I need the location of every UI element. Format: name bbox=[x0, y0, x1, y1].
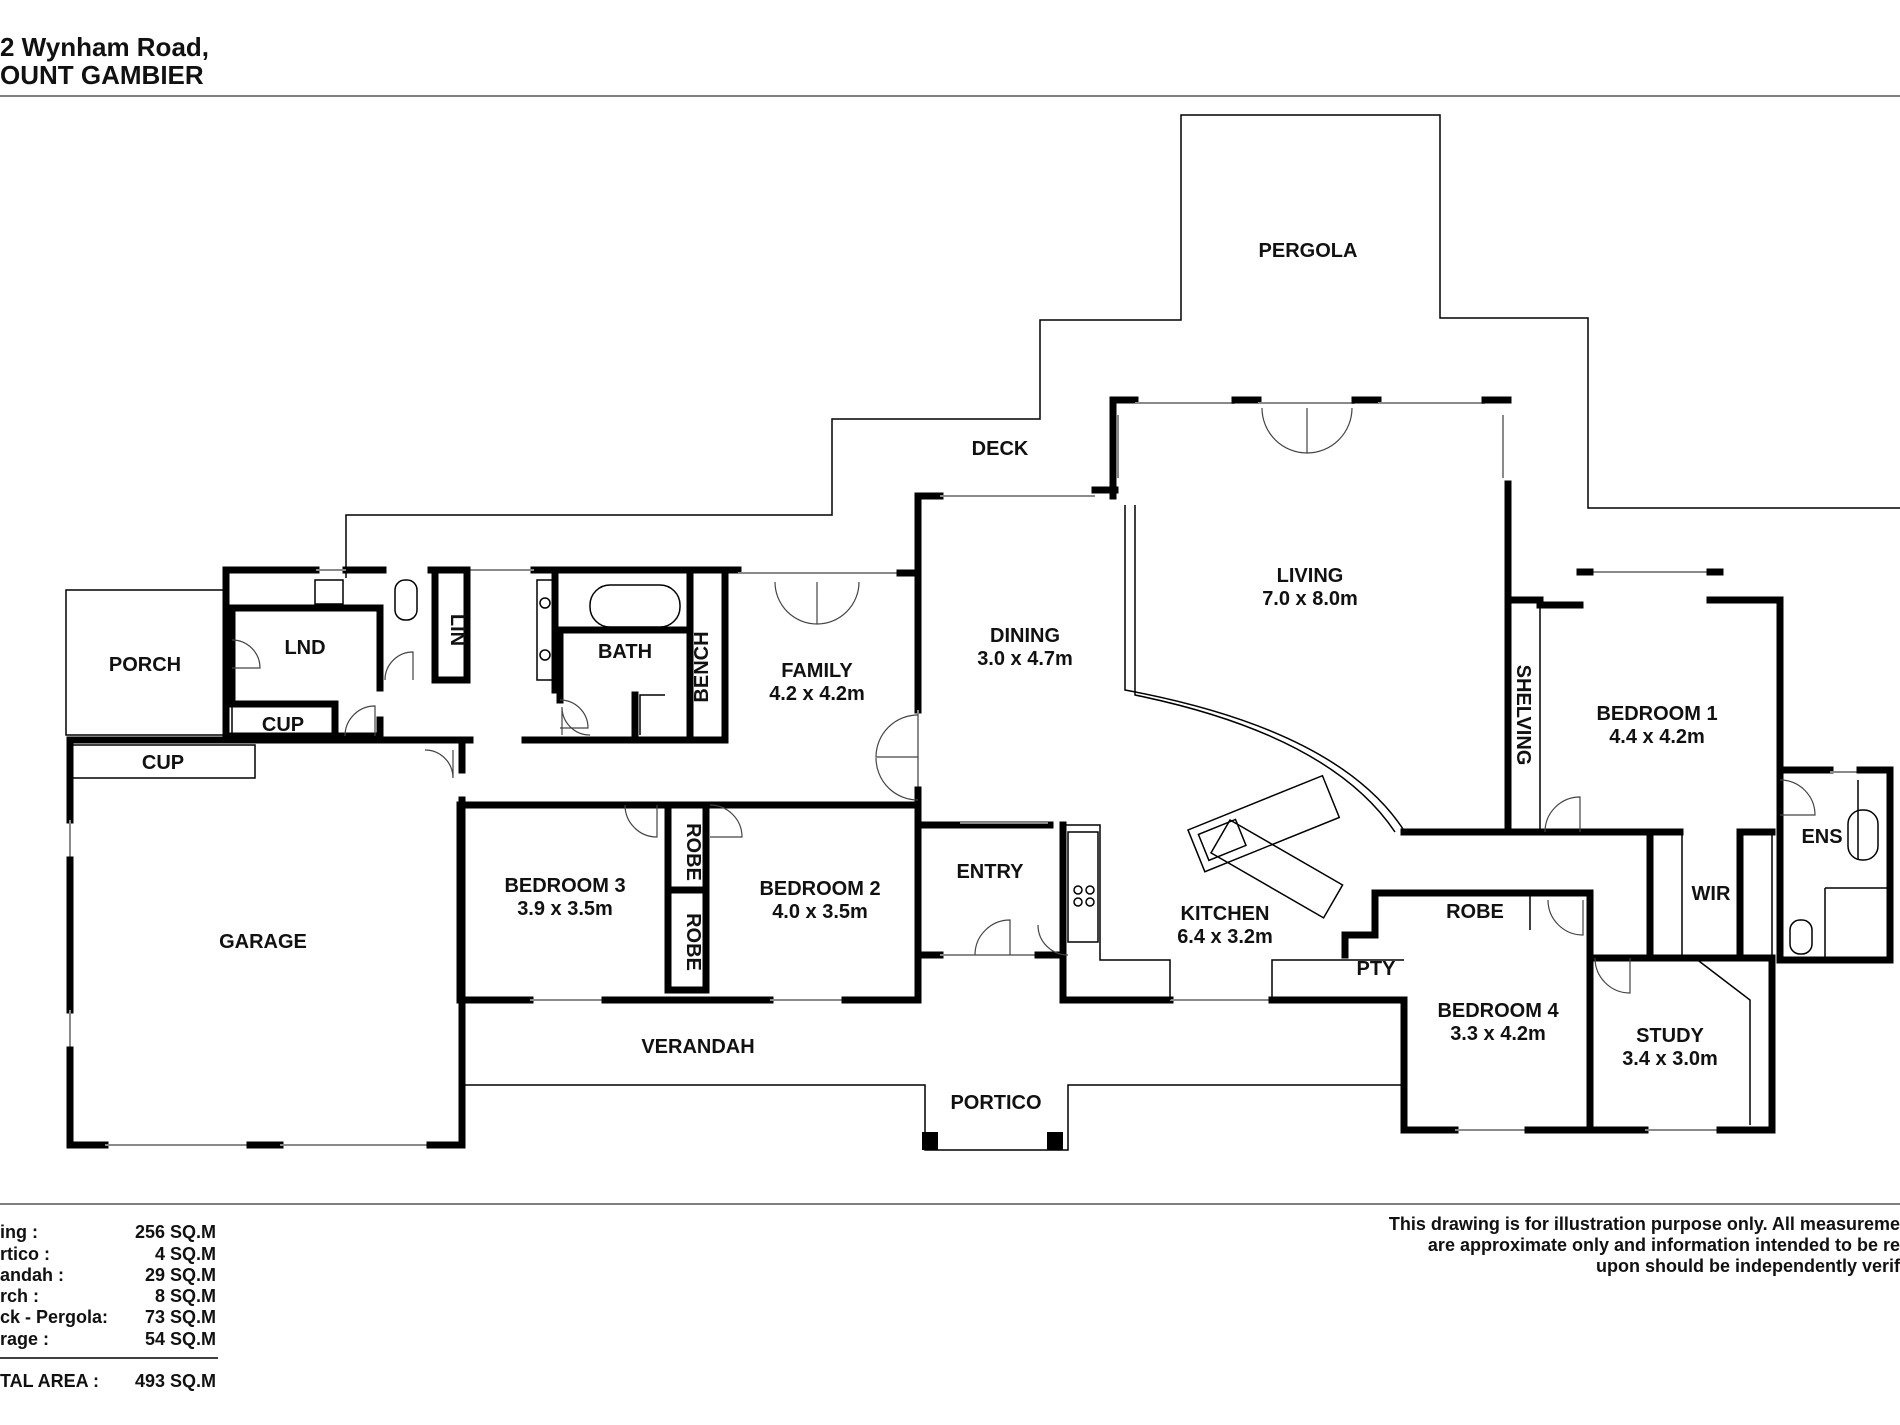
room-family-size: 4.2 x 4.2m bbox=[769, 683, 865, 705]
room-bedroom3: BEDROOM 3 bbox=[504, 875, 625, 897]
area-label-3: rch : bbox=[0, 1286, 39, 1306]
area-value-5: 54 SQ.M bbox=[145, 1329, 216, 1349]
area-label-5: rage : bbox=[0, 1329, 49, 1349]
area-value-1: 4 SQ.M bbox=[155, 1244, 216, 1264]
area-label-0: ing : bbox=[0, 1222, 38, 1242]
total-area-value: 493 SQ.M bbox=[135, 1371, 216, 1391]
room-robe-upper: ROBE bbox=[682, 823, 704, 881]
right-wing-walls bbox=[1371, 568, 1894, 1134]
area-label-4: ck - Pergola: bbox=[0, 1307, 108, 1327]
address-line-2: OUNT GAMBIER bbox=[0, 60, 204, 90]
area-value-4: 73 SQ.M bbox=[145, 1307, 216, 1327]
room-lnd: LND bbox=[284, 637, 325, 659]
room-shelving: SHELVING bbox=[1512, 665, 1534, 766]
area-value-0: 256 SQ.M bbox=[135, 1222, 216, 1242]
area-schedule: ing : 256 SQ.M rtico : 4 SQ.M andah : 29… bbox=[0, 1222, 218, 1391]
room-ens: ENS bbox=[1801, 826, 1842, 848]
room-robe-b4: ROBE bbox=[1446, 901, 1504, 923]
room-living-size: 7.0 x 8.0m bbox=[1262, 588, 1358, 610]
area-label-2: andah : bbox=[0, 1265, 64, 1285]
room-family: FAMILY bbox=[781, 660, 853, 682]
room-deck: DECK bbox=[972, 438, 1029, 460]
room-bedroom1-size: 4.4 x 4.2m bbox=[1609, 726, 1705, 748]
disclaimer-line-2: are approximate only and information int… bbox=[1428, 1235, 1900, 1255]
room-study: STUDY bbox=[1636, 1025, 1704, 1047]
room-kitchen: KITCHEN bbox=[1181, 903, 1270, 925]
room-robe-lower: ROBE bbox=[682, 913, 704, 971]
room-bedroom2: BEDROOM 2 bbox=[759, 878, 880, 900]
porch-outline bbox=[65, 589, 226, 736]
room-entry: ENTRY bbox=[956, 861, 1024, 883]
portico-posts bbox=[922, 1132, 1063, 1150]
room-verandah: VERANDAH bbox=[641, 1036, 754, 1058]
area-label-1: rtico : bbox=[0, 1244, 50, 1264]
room-bedroom4-size: 3.3 x 4.2m bbox=[1450, 1023, 1546, 1045]
left-wing-walls bbox=[66, 566, 742, 1149]
room-bedroom4: BEDROOM 4 bbox=[1437, 1000, 1559, 1022]
room-cup-garage: CUP bbox=[142, 752, 184, 774]
room-wir: WIR bbox=[1692, 883, 1731, 905]
room-porch: PORCH bbox=[109, 654, 181, 676]
room-dining: DINING bbox=[990, 625, 1060, 647]
deck-pergola-outline bbox=[345, 114, 1900, 578]
room-cup-small: CUP bbox=[262, 714, 304, 736]
room-living: LIVING bbox=[1277, 565, 1344, 587]
room-pergola: PERGOLA bbox=[1259, 240, 1358, 262]
central-left-walls bbox=[456, 486, 1119, 1149]
room-labels: PERGOLA DECK LIVING 7.0 x 8.0m DINING 3.… bbox=[109, 240, 1843, 1114]
room-portico: PORTICO bbox=[950, 1092, 1041, 1114]
room-bath: BATH bbox=[598, 641, 652, 663]
disclaimer-line-3: upon should be independently verif bbox=[1596, 1256, 1900, 1276]
room-kitchen-size: 6.4 x 3.2m bbox=[1177, 926, 1273, 948]
room-bench: BENCH bbox=[691, 631, 713, 702]
disclaimer-line-1: This drawing is for illustration purpose… bbox=[1389, 1214, 1900, 1234]
area-value-2: 29 SQ.M bbox=[145, 1265, 216, 1285]
area-value-3: 8 SQ.M bbox=[155, 1286, 216, 1306]
room-garage: GARAGE bbox=[219, 931, 307, 953]
room-bedroom1: BEDROOM 1 bbox=[1596, 703, 1717, 725]
room-bedroom2-size: 4.0 x 3.5m bbox=[772, 901, 868, 923]
room-lin: LIN bbox=[446, 614, 468, 646]
total-area-label: TAL AREA : bbox=[0, 1371, 99, 1391]
central-walls bbox=[914, 396, 1684, 1134]
disclaimer: This drawing is for illustration purpose… bbox=[1389, 1214, 1900, 1276]
address-line-1: 2 Wynham Road, bbox=[0, 32, 209, 62]
room-dining-size: 3.0 x 4.7m bbox=[977, 648, 1073, 670]
door-swings bbox=[231, 407, 1816, 994]
room-bedroom3-size: 3.9 x 3.5m bbox=[517, 898, 613, 920]
room-pty: PTY bbox=[1357, 958, 1397, 980]
room-study-size: 3.4 x 3.0m bbox=[1622, 1048, 1718, 1070]
fixtures bbox=[314, 579, 1879, 955]
verandah-outline bbox=[465, 1084, 1404, 1151]
